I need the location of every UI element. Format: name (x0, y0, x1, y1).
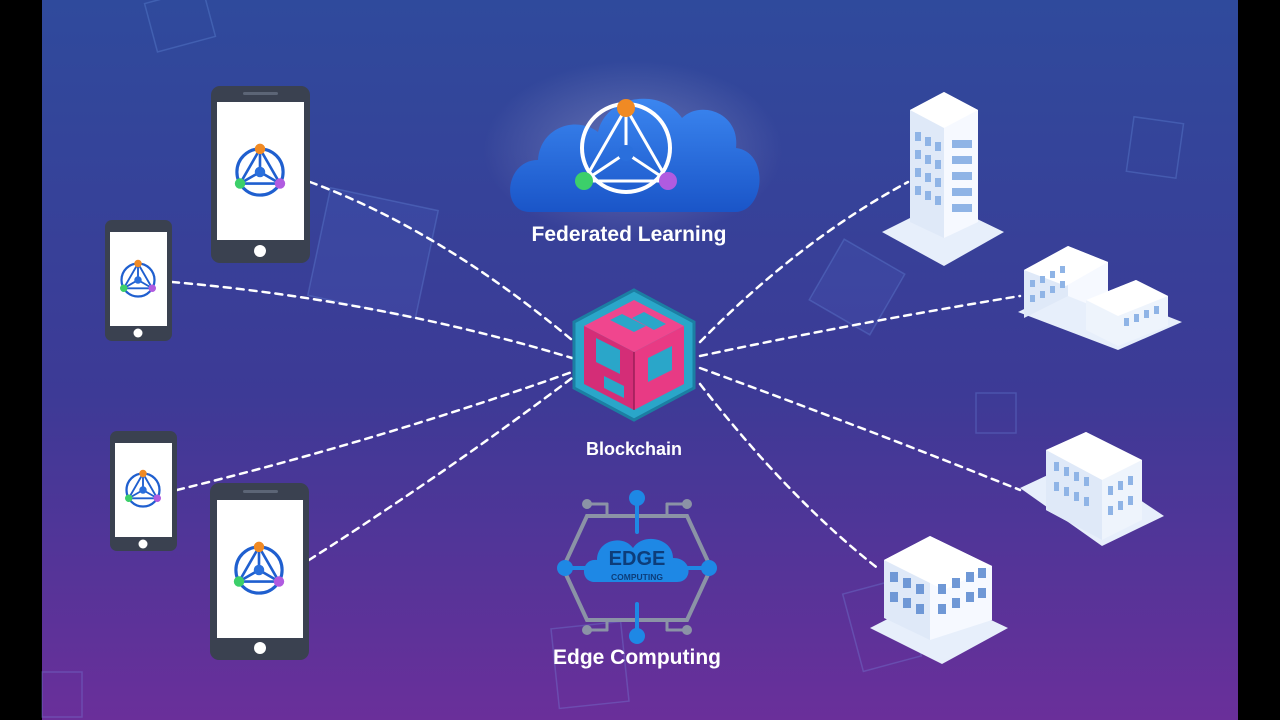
office-building (870, 536, 1008, 664)
connector-phone-4 (307, 376, 574, 562)
institution-building-icon (1054, 462, 1133, 515)
connector-office (698, 382, 882, 572)
blockchain-label: Blockchain (586, 439, 682, 459)
campus-building-icon (1030, 266, 1159, 326)
blockchain-hub: Blockchain (572, 288, 696, 459)
connector-phone-3 (175, 370, 574, 492)
federated-learning-cloud-icon (510, 98, 760, 212)
federated-learning-label: Federated Learning (532, 223, 727, 246)
institution-building (1020, 432, 1164, 546)
connector-campus (698, 294, 1022, 358)
edge-badge-line1: EDGE (609, 548, 666, 570)
connector-skyscraper (698, 180, 910, 344)
connector-phone-2 (170, 280, 574, 360)
connector-lines (170, 180, 1022, 572)
phone-device-1 (211, 86, 310, 263)
federated-learning-node: Federated Learning (483, 60, 783, 246)
edge-computing-label: Edge Computing (553, 646, 721, 669)
skyscraper-building (882, 92, 1004, 266)
edge-computing-node: EDGE COMPUTING Edge Computing (553, 490, 721, 669)
blockchain-cube-icon (572, 288, 696, 422)
phone-device-4 (210, 483, 309, 660)
campus-building (1018, 246, 1182, 350)
edge-computing-chip-icon (557, 490, 717, 644)
phone-device-2 (105, 220, 172, 341)
phone-device-3 (110, 431, 177, 551)
edge-badge-line2: COMPUTING (611, 572, 663, 582)
connector-institution (698, 366, 1022, 492)
office-building-icon (890, 568, 986, 614)
skyscraper-icon (915, 132, 972, 212)
connector-phone-1 (308, 180, 574, 342)
decorative-cube-fills (307, 187, 905, 335)
